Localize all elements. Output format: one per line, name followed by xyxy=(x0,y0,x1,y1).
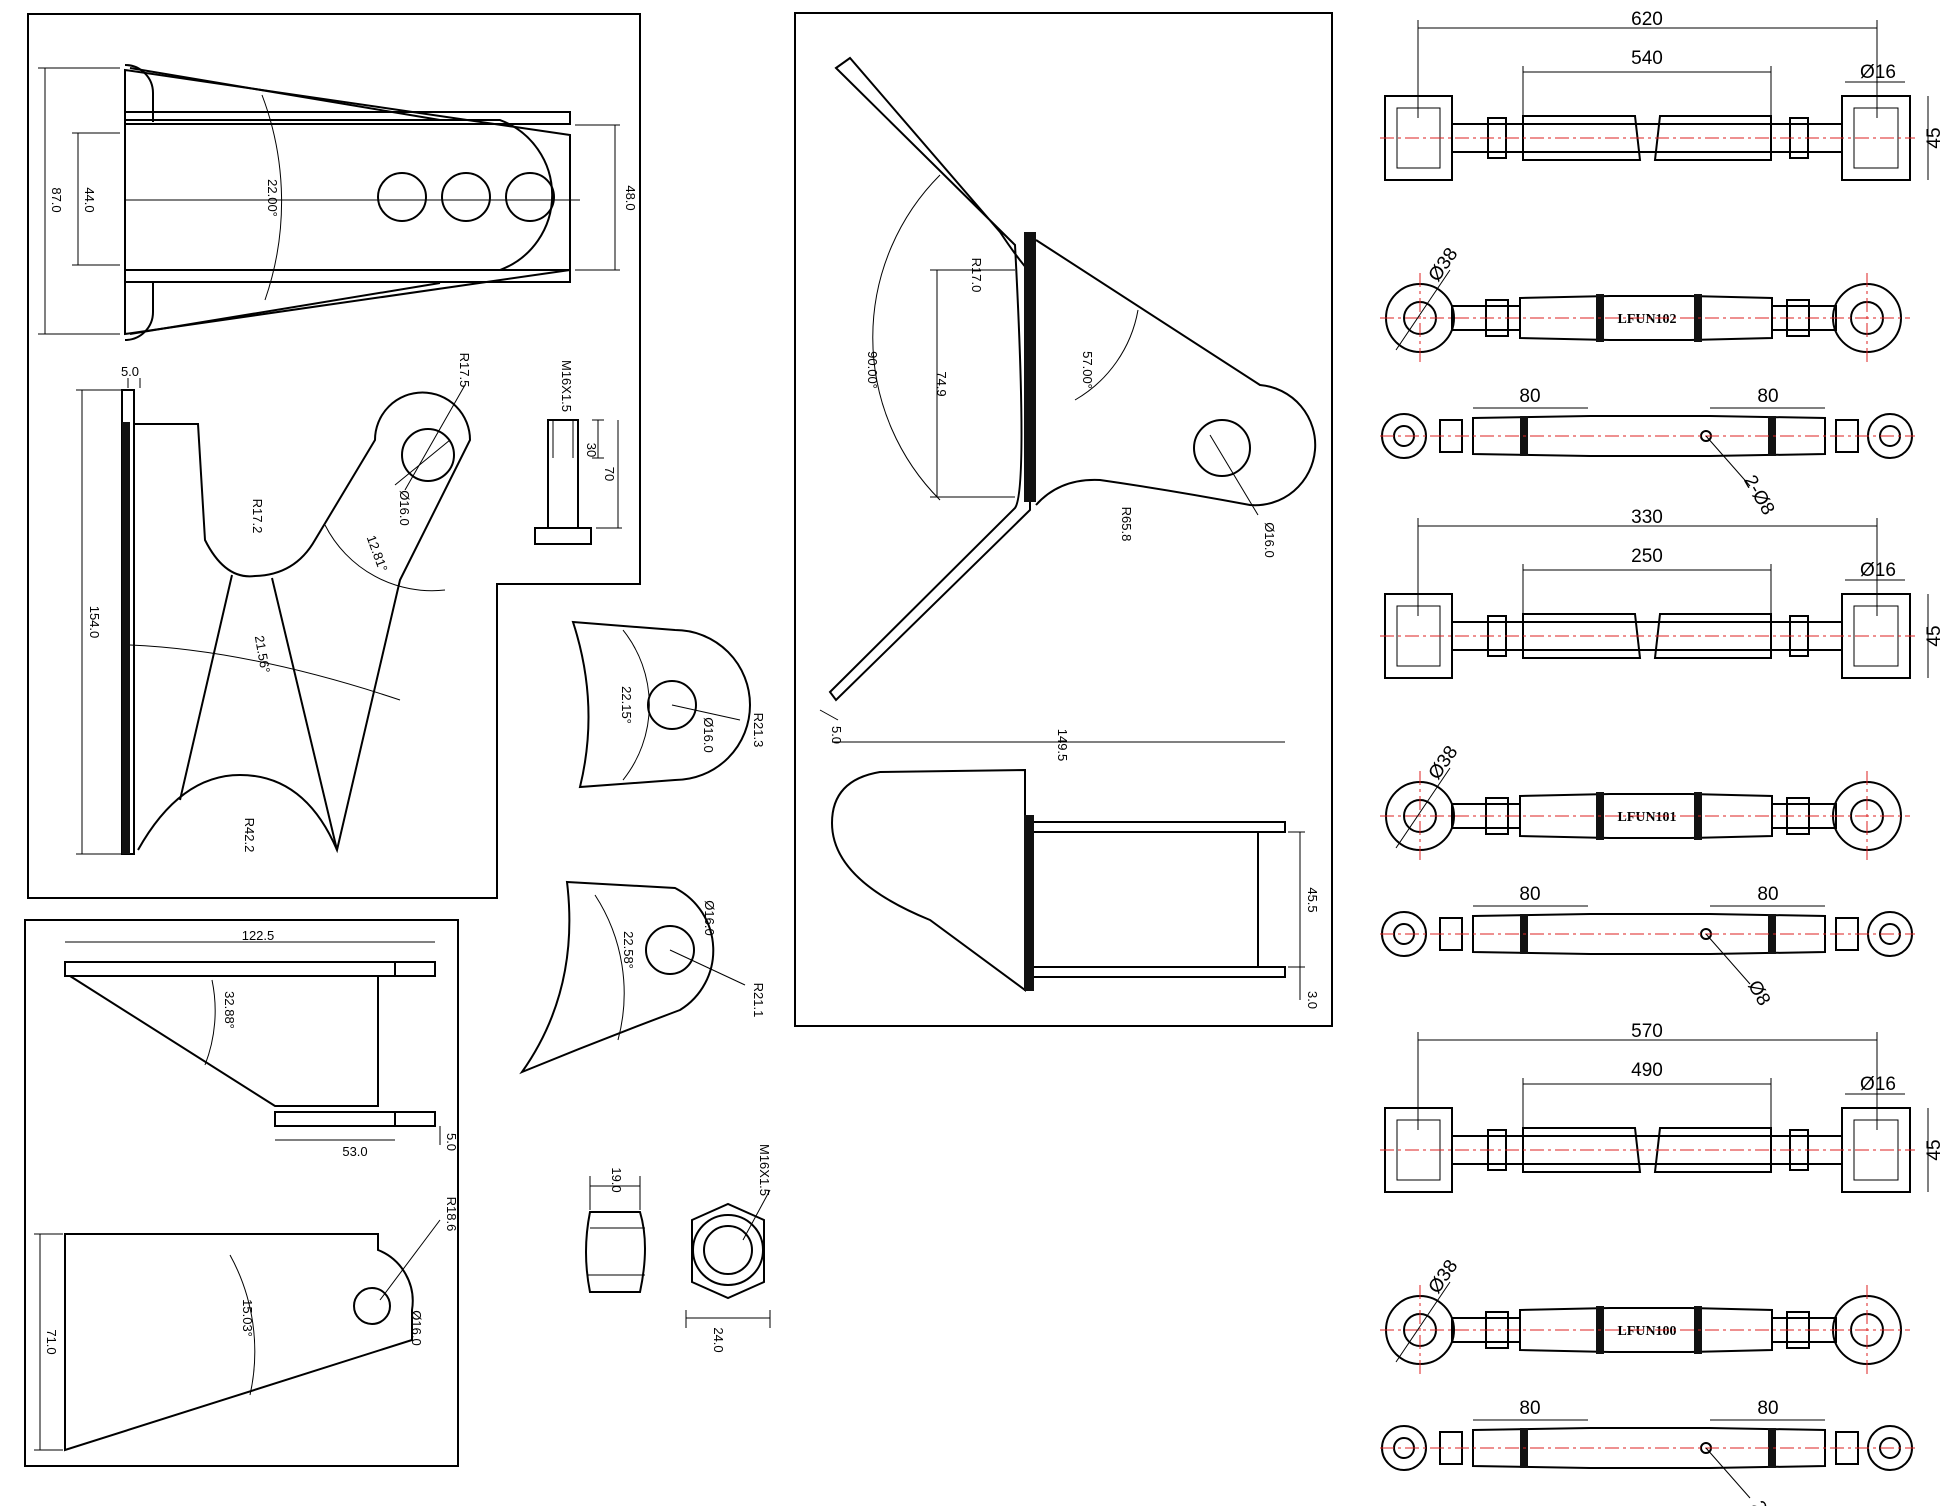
diameter-16: Ø16.0 xyxy=(397,490,412,525)
tab-2: 22.58° Ø16.0 R21.1 xyxy=(519,880,766,1075)
dim-thread-left: 80 xyxy=(1519,386,1540,407)
radius-17-5: R17.5 xyxy=(457,353,472,388)
hole xyxy=(401,428,455,482)
diameter-16: Ø16.0 xyxy=(702,900,717,935)
diameter-16: Ø16.0 xyxy=(1262,522,1277,557)
hole xyxy=(441,172,491,222)
dim-24: 24.0 xyxy=(711,1327,726,1352)
dim-5: 5.0 xyxy=(829,726,844,744)
dim-eye: Ø38 xyxy=(1425,742,1463,783)
dim-71: 71.0 xyxy=(44,1329,59,1354)
dim-149-5: 149.5 xyxy=(1055,729,1070,762)
dim-44: 44.0 xyxy=(82,187,97,212)
angle-21-56: 21.56° xyxy=(252,634,273,674)
dim-122-5: 122.5 xyxy=(242,928,275,943)
dim-pin: Ø16 xyxy=(1860,560,1896,581)
dim-74-9: 74.9 xyxy=(934,371,949,396)
angle-90: 90.00° xyxy=(865,351,880,389)
rod-part-label: LFUN102 xyxy=(1617,312,1676,327)
dim-5: 5.0 xyxy=(444,1133,459,1151)
dim-inner: 540 xyxy=(1631,48,1663,69)
nut: 19.0 M16X1.5 24.0 xyxy=(585,1144,772,1353)
bolt: M16X1.5 30 70 xyxy=(534,360,622,545)
nut-thread: M16X1.5 xyxy=(757,1144,772,1196)
dim-5: 5.0 xyxy=(121,364,139,379)
dim-height: 45 xyxy=(1924,127,1945,148)
dim-height: 45 xyxy=(1924,1139,1945,1160)
radius-17-2: R17.2 xyxy=(250,499,265,534)
angle-32-88: 32.88° xyxy=(222,991,237,1029)
rod-sleeve xyxy=(1519,1307,1773,1353)
dim-hole: 2-Ø8 xyxy=(1739,472,1778,519)
bracket-top-view: 87.0 44.0 22.00° 48.0 xyxy=(38,64,638,341)
angle-22-15: 22.15° xyxy=(619,686,634,724)
hole xyxy=(377,172,427,222)
dim-45-5: 45.5 xyxy=(1305,887,1320,912)
angle-15-03: 15.03° xyxy=(240,1299,255,1337)
angle-22-58: 22.58° xyxy=(621,931,636,969)
radius-17: R17.0 xyxy=(969,258,984,293)
rod-part-label: LFUN101 xyxy=(1617,810,1676,825)
dim-inner: 250 xyxy=(1631,546,1663,567)
dim-height: 45 xyxy=(1924,625,1945,646)
dim-angle-22: 22.00° xyxy=(265,179,280,217)
dim-thread-left: 80 xyxy=(1519,1398,1540,1419)
dim-thread-right: 80 xyxy=(1757,884,1778,905)
dim-inner: 490 xyxy=(1631,1060,1663,1081)
dim-87: 87.0 xyxy=(49,187,64,212)
tab-1: 22.15° Ø16.0 R21.3 xyxy=(571,620,766,789)
dim-30: 30 xyxy=(584,443,599,457)
bracket-side-view: 5.0 154.0 R17.5 R17.2 Ø16.0 12.81° 21.56… xyxy=(76,353,472,855)
dim-overall: 570 xyxy=(1631,1021,1663,1042)
radius-21-1: R21.1 xyxy=(751,983,766,1018)
dim-3: 3.0 xyxy=(1305,991,1320,1009)
dim-53: 53.0 xyxy=(342,1144,367,1159)
radius-18-6: R18.6 xyxy=(444,1197,459,1232)
rod-sleeve xyxy=(1519,793,1773,839)
panel-c-frame xyxy=(794,12,1333,1027)
dim-thread-left: 80 xyxy=(1519,884,1540,905)
v-bracket-side: R17.0 90.00° 74.9 57.00° R65.8 Ø16.0 5.0 xyxy=(819,56,1317,744)
dim-overall: 620 xyxy=(1631,9,1663,30)
panel-a-frame xyxy=(27,13,641,899)
diameter-16: Ø16.0 xyxy=(701,717,716,752)
angle-bracket-plate: R18.6 15.03° Ø16.0 71.0 xyxy=(34,1197,459,1452)
dim-154: 154.0 xyxy=(87,606,102,639)
angle-12-81: 12.81° xyxy=(364,533,391,574)
v-bracket-top: 149.5 45.5 3.0 xyxy=(830,729,1320,1009)
dim-pin: Ø16 xyxy=(1860,1074,1896,1095)
dim-overall: 330 xyxy=(1631,507,1663,528)
panel-b-frame xyxy=(24,919,459,1467)
angle-bracket-top: 122.5 32.88° 53.0 5.0 xyxy=(64,928,459,1159)
dim-pin: Ø16 xyxy=(1860,62,1896,83)
dim-19: 19.0 xyxy=(609,1167,624,1192)
dim-thread-right: 80 xyxy=(1757,1398,1778,1419)
bolt-thread: M16X1.5 xyxy=(559,360,574,412)
dim-48: 48.0 xyxy=(623,185,638,210)
diameter-16: Ø16.0 xyxy=(409,1310,424,1345)
radius-21-3: R21.3 xyxy=(751,713,766,748)
dim-thread-right: 80 xyxy=(1757,386,1778,407)
angle-57: 57.00° xyxy=(1080,351,1095,389)
hole xyxy=(505,172,555,222)
rod-sleeve xyxy=(1519,295,1773,341)
dim-eye: Ø38 xyxy=(1425,244,1463,285)
dim-eye: Ø38 xyxy=(1425,1256,1463,1297)
radius-65-8: R65.8 xyxy=(1119,507,1134,542)
radius-42-2: R42.2 xyxy=(242,818,257,853)
dim-hole: 2 xyxy=(1747,1497,1770,1506)
dim-70: 70 xyxy=(602,467,617,481)
hole xyxy=(353,1287,391,1325)
rod-part-label: LFUN100 xyxy=(1617,1324,1676,1339)
